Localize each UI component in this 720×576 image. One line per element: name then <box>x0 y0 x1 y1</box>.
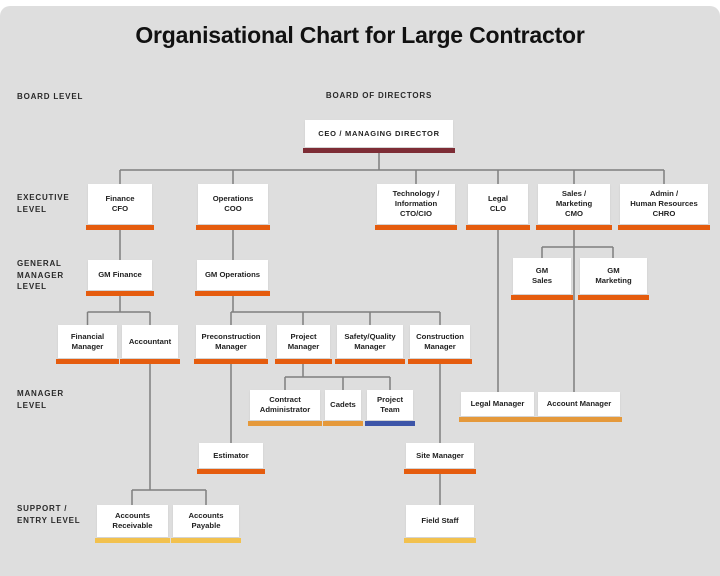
underline-bar-orange <box>536 225 612 230</box>
node-box: Accounts Payable <box>173 505 239 537</box>
page-title: Organisational Chart for Large Contracto… <box>135 22 585 48</box>
node-financial-manager: Financial Manager <box>56 325 119 364</box>
underline-bar-orange <box>56 359 119 364</box>
underline-bar-orange <box>86 225 154 230</box>
node-box: Estimator <box>199 443 263 468</box>
node-box: Cadets <box>325 390 361 420</box>
node-cadets: Cadets <box>323 390 363 426</box>
node-technology-cto-cio: Technology / Information CTO/CIO <box>375 184 457 230</box>
node-box: GM Marketing <box>580 258 647 294</box>
underline-bar-blue <box>365 421 415 426</box>
level-label-board: BOARD LEVEL <box>17 92 84 101</box>
node-box: GM Finance <box>88 260 152 290</box>
underline-bar-orange <box>618 225 710 230</box>
node-contract-administrator: Contract Administrator <box>248 390 322 426</box>
underline-bar-orange <box>195 291 270 296</box>
connector-path <box>86 153 665 505</box>
node-box: Technology / Information CTO/CIO <box>377 184 455 224</box>
node-box: Financial Manager <box>58 325 117 358</box>
underline-bar-maroon <box>303 148 455 153</box>
underline-bar-orange <box>578 295 649 300</box>
underline-bar-orange <box>375 225 457 230</box>
node-box: Contract Administrator <box>250 390 320 420</box>
node-accounts-payable: Accounts Payable <box>171 505 241 543</box>
underline-bar-orange <box>86 291 154 296</box>
node-ceo-managing-director: CEO / MANAGING DIRECTOR <box>303 120 455 153</box>
node-box: Preconstruction Manager <box>196 325 266 358</box>
underline-bar-amber <box>248 421 322 426</box>
node-safety-quality-manager: Safety/Quality Manager <box>335 325 405 364</box>
node-box: Site Manager <box>406 443 474 468</box>
node-box: Legal CLO <box>468 184 528 224</box>
node-box: Account Manager <box>538 392 620 416</box>
level-label-manager: MANAGER LEVEL <box>17 389 64 410</box>
node-gm-sales: GM Sales <box>511 258 573 300</box>
node-box: CEO / MANAGING DIRECTOR <box>305 120 453 147</box>
level-label-support: SUPPORT / ENTRY LEVEL <box>17 504 81 525</box>
node-box: Project Manager <box>277 325 330 358</box>
node-legal-clo: Legal CLO <box>466 184 530 230</box>
node-sales-marketing-cmo: Sales / Marketing CMO <box>536 184 612 230</box>
board-of-directors-caption: BOARD OF DIRECTORS <box>325 91 433 100</box>
node-box: Safety/Quality Manager <box>337 325 403 358</box>
node-box: GM Operations <box>197 260 268 290</box>
underline-bar-orange <box>275 359 332 364</box>
node-accountant: Accountant <box>120 325 180 364</box>
node-box: Admin / Human Resources CHRO <box>620 184 708 224</box>
level-label-general-manager: GENERAL MANAGER LEVEL <box>17 259 64 292</box>
underline-bar-orange <box>120 359 180 364</box>
node-box: Project Team <box>367 390 413 420</box>
node-accounts-receivable: Accounts Receivable <box>95 505 170 543</box>
underline-bar-orange <box>196 225 270 230</box>
node-finance-cfo: Finance CFO <box>86 184 154 230</box>
level-label-executive: EXECUTIVE LEVEL <box>17 193 70 214</box>
underline-bar-amber <box>459 417 536 422</box>
node-box: Finance CFO <box>88 184 152 224</box>
node-gm-operations: GM Operations <box>195 260 270 296</box>
node-box: Construction Manager <box>410 325 470 358</box>
node-gm-marketing: GM Marketing <box>578 258 649 300</box>
underline-bar-yellow <box>404 538 476 543</box>
underline-bar-amber <box>323 421 363 426</box>
node-box: Operations COO <box>198 184 268 224</box>
node-box: Legal Manager <box>461 392 534 416</box>
node-box: Field Staff <box>406 505 474 537</box>
node-estimator: Estimator <box>197 443 265 474</box>
node-construction-manager: Construction Manager <box>408 325 472 364</box>
node-site-manager: Site Manager <box>404 443 476 474</box>
node-box: GM Sales <box>513 258 571 294</box>
underline-bar-yellow <box>95 538 170 543</box>
node-gm-finance: GM Finance <box>86 260 154 296</box>
node-legal-manager: Legal Manager <box>459 392 536 422</box>
node-project-team: Project Team <box>365 390 415 426</box>
underline-bar-orange <box>197 469 265 474</box>
underline-bar-orange <box>404 469 476 474</box>
node-field-staff: Field Staff <box>404 505 476 543</box>
node-project-manager: Project Manager <box>275 325 332 364</box>
underline-bar-orange <box>511 295 573 300</box>
node-box: Accountant <box>122 325 178 358</box>
underline-bar-orange <box>408 359 472 364</box>
node-admin-hr-chro: Admin / Human Resources CHRO <box>618 184 710 230</box>
node-account-manager: Account Manager <box>536 392 622 422</box>
underline-bar-amber <box>536 417 622 422</box>
node-operations-coo: Operations COO <box>196 184 270 230</box>
node-preconstruction-manager: Preconstruction Manager <box>194 325 268 364</box>
underline-bar-orange <box>466 225 530 230</box>
node-box: Accounts Receivable <box>97 505 168 537</box>
underline-bar-orange <box>335 359 405 364</box>
node-box: Sales / Marketing CMO <box>538 184 610 224</box>
underline-bar-yellow <box>171 538 241 543</box>
underline-bar-orange <box>194 359 268 364</box>
